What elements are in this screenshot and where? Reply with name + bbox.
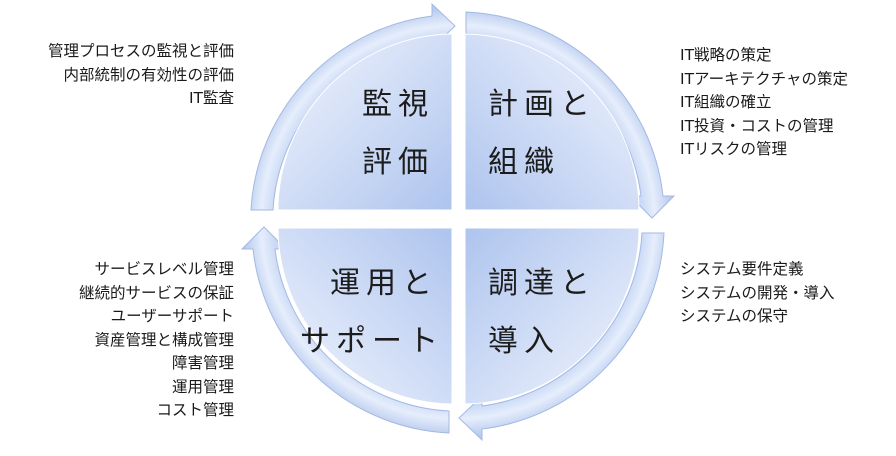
label-acquire-line2: 導入: [488, 324, 560, 359]
list-item: 継続的サービスの保証: [78, 283, 234, 302]
label-operate-line2: サポート: [300, 324, 444, 359]
list-item: IT組織の確立: [680, 93, 772, 111]
arrow-bottom-left: [240, 226, 450, 434]
label-acquire: 調達と 導入: [488, 255, 596, 371]
label-operate-line1: 運用と: [330, 266, 438, 301]
label-monitor-line1: 監視: [362, 87, 434, 122]
label-operate: 運用と サポート: [300, 255, 438, 371]
label-plan-line2: 組織: [488, 145, 560, 180]
label-monitor: 監視 評価: [362, 76, 434, 192]
list-item: IT投資・コストの管理: [680, 116, 834, 135]
list-item: 運用管理: [171, 377, 234, 396]
label-acquire-line1: 調達と: [488, 266, 596, 301]
list-item: ユーザーサポート: [110, 307, 234, 325]
list-item: 管理プロセスの監視と評価: [47, 42, 234, 60]
label-plan-line1: 計画と: [488, 87, 596, 122]
quadrant-operate: [277, 227, 453, 405]
list-plan: IT戦略の策定 ITアーキテクチャの策定 IT組織の確立 IT投資・コストの管理…: [680, 44, 848, 162]
list-item: 障害管理: [171, 354, 234, 372]
list-item: 資産管理と構成管理: [94, 330, 234, 349]
list-item: 内部統制の有効性の評価: [63, 65, 234, 84]
list-item: ITリスクの管理: [680, 140, 788, 158]
list-item: コスト管理: [156, 401, 234, 419]
list-item: サービスレベル管理: [94, 260, 234, 278]
list-monitor: 管理プロセスの監視と評価 内部統制の有効性の評価 IT監査: [48, 40, 234, 111]
list-item: ITアーキテクチャの策定: [680, 69, 848, 88]
list-acquire: システム要件定義 システムの開発・導入 システムの保守: [680, 258, 835, 329]
list-item: IT戦略の策定: [680, 46, 772, 64]
quadrant-acquire: [464, 227, 640, 405]
arrow-bottom-right: [458, 232, 665, 442]
list-item: IT監査: [188, 89, 234, 107]
quadrant-plan: [464, 33, 640, 211]
list-operate: サービスレベル管理 継続的サービスの保証 ユーザーサポート 資産管理と構成管理 …: [79, 258, 234, 423]
list-item: システムの保守: [680, 307, 789, 325]
list-item: システムの開発・導入: [680, 283, 835, 302]
label-plan: 計画と 組織: [488, 76, 596, 192]
label-monitor-line2: 評価: [362, 145, 434, 180]
list-item: システム要件定義: [680, 260, 804, 278]
quadrant-monitor: [277, 33, 453, 211]
